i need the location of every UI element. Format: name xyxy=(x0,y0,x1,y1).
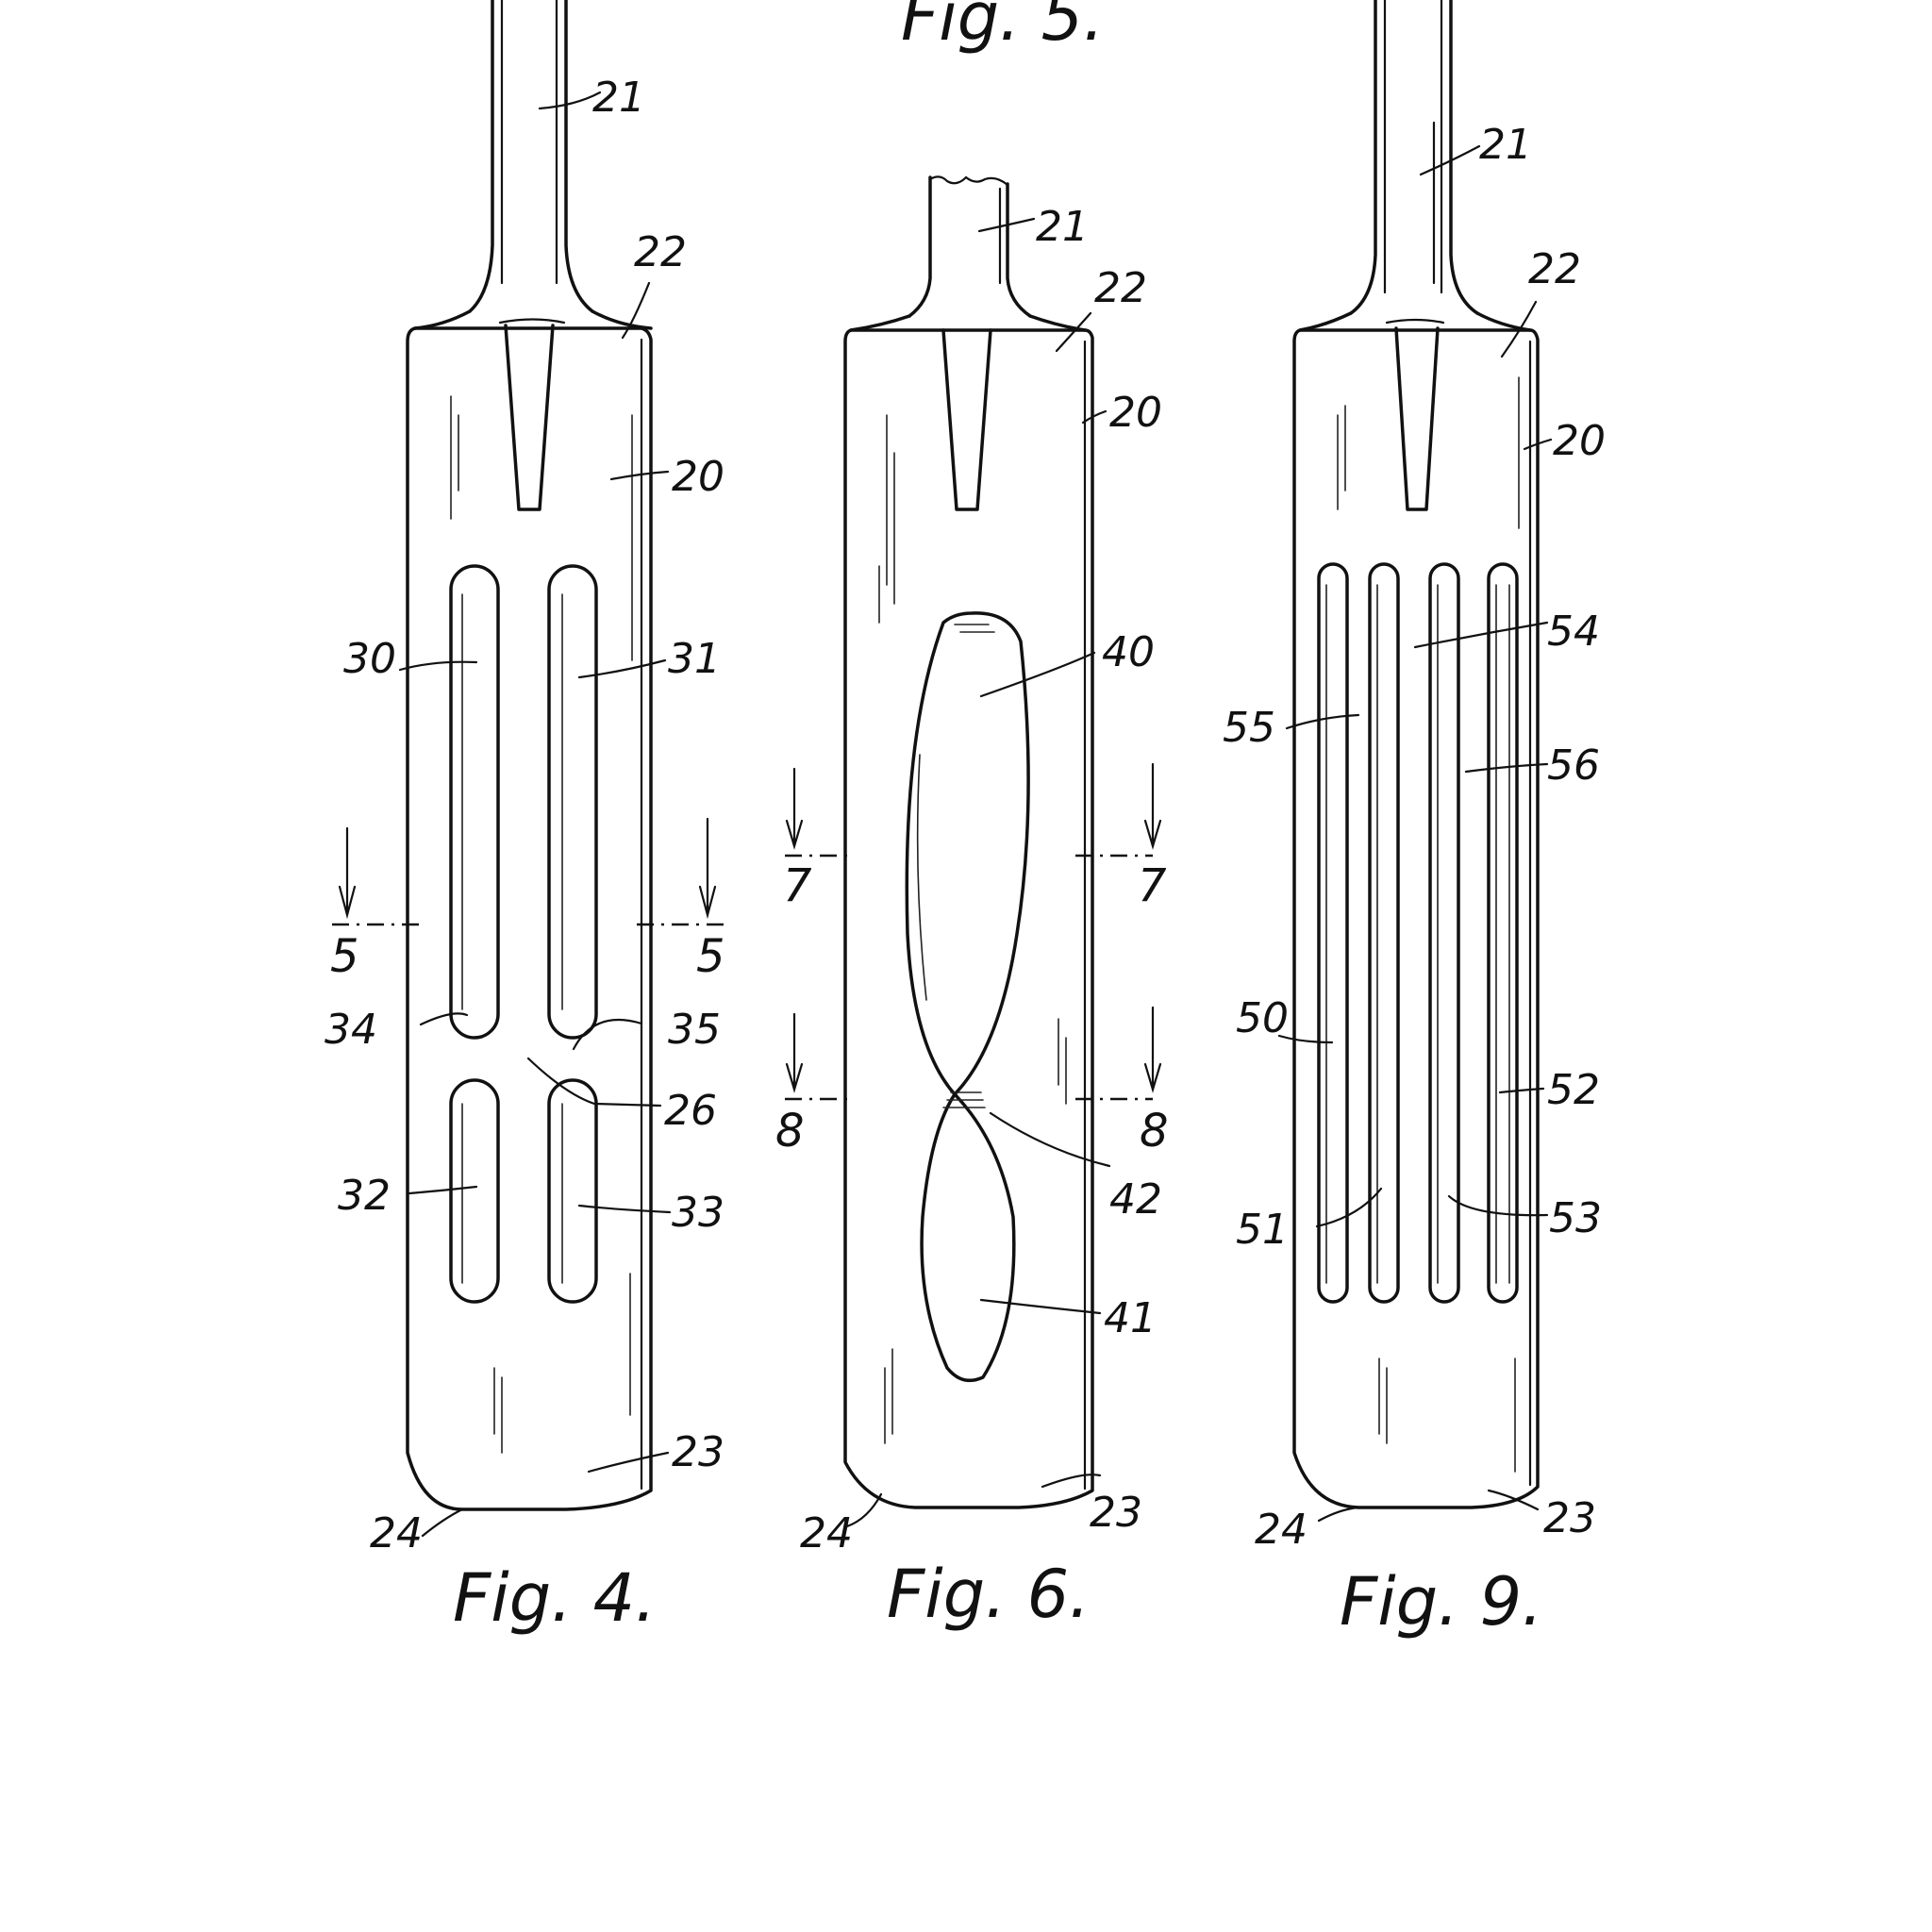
fig6-label-42: 42 xyxy=(1109,1175,1162,1224)
fig9-handle xyxy=(1349,0,1479,315)
fig4-groove-30 xyxy=(449,564,500,1040)
fig9-groove-53 xyxy=(1428,562,1460,1304)
fig9-groove-52 xyxy=(1487,562,1519,1304)
fig9-label-56: 56 xyxy=(1547,741,1600,790)
fig4-blade-outline xyxy=(406,326,653,1511)
fig4-section-left-label: 5 xyxy=(330,930,359,983)
fig4-shading xyxy=(450,395,633,1454)
fig4-groove-33 xyxy=(547,1078,598,1304)
fig6-recess-40-41 xyxy=(905,611,1030,1383)
fig4-section-right-label: 5 xyxy=(696,930,725,983)
fig4-label-32: 32 xyxy=(338,1172,391,1220)
fig4-handle xyxy=(468,0,594,313)
fig6-blade-outline xyxy=(843,328,1094,1509)
fig9-shading xyxy=(1337,376,1520,1473)
fig9-bat-drawing: 21 22 20 54 55 56 50 52 51 53 23 24 Fig.… xyxy=(1223,0,1606,1641)
fig9-caption: Fig. 9. xyxy=(1340,1563,1542,1641)
fig9-leader-lines xyxy=(1277,144,1553,1523)
fig4-caption: Fig. 4. xyxy=(453,1559,656,1637)
fig6-section7-right-label: 7 xyxy=(1138,859,1167,912)
fig4-groove-31 xyxy=(547,564,598,1040)
fig9-label-50: 50 xyxy=(1236,994,1289,1042)
fig9-label-24: 24 xyxy=(1255,1506,1307,1554)
fig6-label-21: 21 xyxy=(1036,203,1089,251)
fig6-label-20: 20 xyxy=(1109,389,1162,437)
fig6-caption: Fig. 6. xyxy=(887,1556,1090,1633)
fig6-section7-left-label: 7 xyxy=(783,859,812,912)
fig6-splice xyxy=(941,328,992,511)
fig9-label-22: 22 xyxy=(1528,245,1581,293)
fig4-label-22: 22 xyxy=(634,228,687,276)
fig6-label-22: 22 xyxy=(1094,264,1147,312)
fig6-label-40: 40 xyxy=(1102,628,1155,676)
fig4-label-30: 30 xyxy=(343,635,396,683)
fig4-handle-grip-lines xyxy=(500,0,558,285)
fig9-label-53: 53 xyxy=(1549,1194,1602,1242)
fig4-splice xyxy=(504,324,555,511)
fig4-leader-lines xyxy=(398,91,672,1538)
fig4-label-20: 20 xyxy=(672,453,724,501)
fig4-label-31: 31 xyxy=(668,635,721,683)
fig9-label-23: 23 xyxy=(1543,1494,1596,1542)
fig4-label-34: 34 xyxy=(325,1006,377,1054)
fig6-handle xyxy=(908,175,1032,318)
fig4-label-24: 24 xyxy=(370,1509,423,1557)
fig4-bat-drawing: 5 5 21 22 20 30 31 34 35 26 32 33 23 24 … xyxy=(325,0,726,1637)
fig9-groove-50 xyxy=(1317,562,1349,1304)
fig5-caption: Fig. 5. xyxy=(901,0,1104,56)
fig9-splice xyxy=(1394,326,1440,511)
fig4-label-33: 33 xyxy=(672,1189,724,1237)
fig6-label-41: 41 xyxy=(1104,1294,1157,1342)
fig4-groove-32 xyxy=(449,1078,500,1304)
fig6-handle-break xyxy=(928,175,1009,187)
fig6-leader-lines xyxy=(845,217,1111,1528)
fig6-label-23: 23 xyxy=(1090,1489,1142,1537)
fig9-label-52: 52 xyxy=(1547,1066,1600,1114)
fig6-bat-drawing: 7 7 8 8 21 22 20 40 42 41 23 24 Fig. 6. xyxy=(775,175,1169,1633)
fig9-blade-outline xyxy=(1292,328,1540,1509)
fig9-label-21: 21 xyxy=(1479,121,1532,169)
fig6-section8-right-label: 8 xyxy=(1140,1105,1169,1158)
fig4-label-26: 26 xyxy=(664,1087,717,1135)
fig9-groove-51 xyxy=(1368,562,1400,1304)
fig6-label-24: 24 xyxy=(800,1509,853,1557)
fig9-label-51: 51 xyxy=(1236,1206,1289,1254)
fig6-shading xyxy=(878,414,1067,1444)
fig9-label-20: 20 xyxy=(1553,417,1606,465)
fig4-label-35: 35 xyxy=(668,1006,721,1054)
fig6-section8-left-label: 8 xyxy=(775,1105,805,1158)
fig9-label-55: 55 xyxy=(1223,704,1275,752)
fig4-label-21: 21 xyxy=(592,74,645,122)
fig4-label-23: 23 xyxy=(672,1428,724,1476)
fig9-label-54: 54 xyxy=(1547,608,1600,656)
